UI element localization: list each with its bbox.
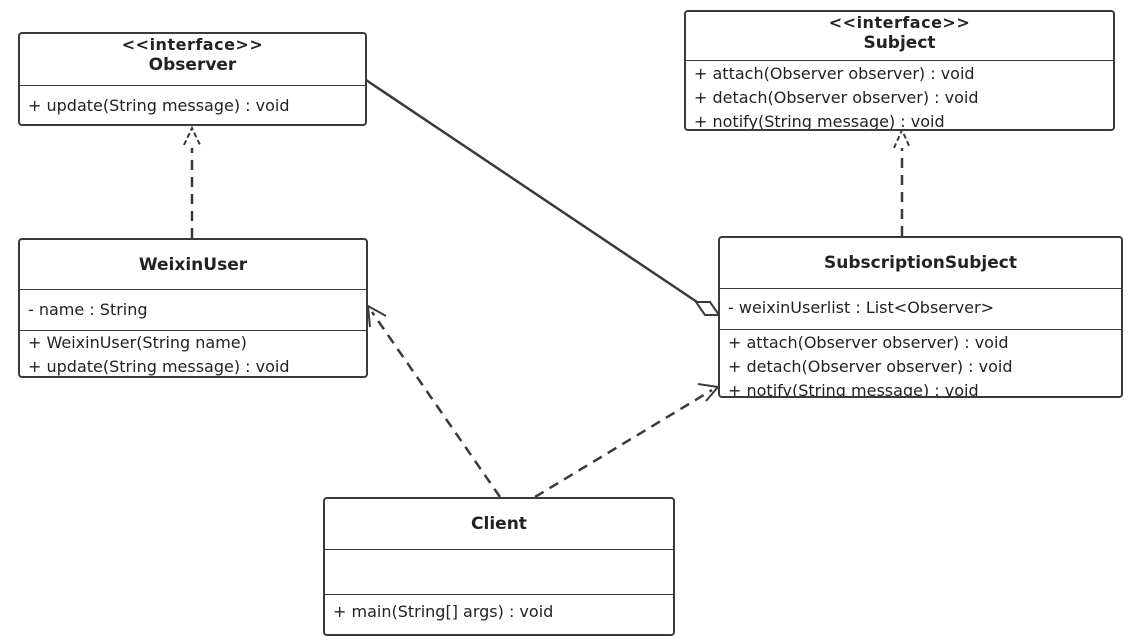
subject-method-detach: + detach(Observer observer) : void [694, 88, 979, 107]
weixinuser-method-constructor: + WeixinUser(String name) [28, 333, 247, 352]
weixinuser-attributes: - name : String [20, 290, 366, 330]
subject-class-name: Subject [863, 33, 936, 53]
client-class-box[interactable]: Client + main(String[] args) : void [323, 497, 675, 636]
subscriptionsubject-method-attach: + attach(Observer observer) : void [728, 333, 1009, 352]
subject-method-notify: + notify(String message) : void [694, 112, 945, 131]
subject-methods: + attach(Observer observer) : void + det… [686, 61, 1113, 131]
subscriptionsubject-method-detach: + detach(Observer observer) : void [728, 357, 1013, 376]
aggregation-line [365, 78, 701, 306]
client-class-name: Client [471, 514, 527, 534]
dependency-client-subscriptionsubject [534, 388, 713, 499]
client-header: Client [325, 499, 673, 550]
dependency-arrowhead-weixinuser [366, 304, 387, 328]
dependency-client-weixinuser [370, 311, 502, 498]
client-method-main: + main(String[] args) : void [333, 602, 554, 621]
weixinuser-attribute-name: - name : String [28, 300, 148, 319]
observer-class-name: Observer [148, 55, 237, 75]
weixinuser-class-box[interactable]: WeixinUser - name : String + WeixinUser(… [18, 238, 368, 378]
observer-interface-box[interactable]: <<interface>> Observer + update(String m… [18, 32, 367, 126]
subject-method-attach: + attach(Observer observer) : void [694, 64, 975, 83]
observer-stereotype: <<interface>> [121, 35, 264, 54]
observer-header: <<interface>> Observer [20, 34, 365, 86]
subscriptionsubject-class-box[interactable]: SubscriptionSubject - weixinUserlist : L… [718, 236, 1123, 398]
subscriptionsubject-attribute-userlist: - weixinUserlist : List<Observer> [728, 298, 994, 317]
client-methods: + main(String[] args) : void [325, 594, 673, 624]
subscriptionsubject-methods: + attach(Observer observer) : void + det… [720, 329, 1121, 398]
realization-arrowhead-observer [183, 125, 201, 146]
subscriptionsubject-header: SubscriptionSubject [720, 238, 1121, 289]
subscriptionsubject-method-notify: + notify(String message) : void [728, 381, 979, 398]
observer-method-update: + update(String message) : void [28, 96, 290, 115]
weixinuser-method-update: + update(String message) : void [28, 357, 290, 376]
weixinuser-class-name: WeixinUser [138, 255, 248, 275]
subscriptionsubject-attributes: - weixinUserlist : List<Observer> [720, 289, 1121, 329]
subscriptionsubject-class-name: SubscriptionSubject [824, 253, 1017, 273]
client-attributes [325, 550, 673, 594]
weixinuser-header: WeixinUser [20, 240, 366, 290]
aggregation-diamond [694, 301, 721, 316]
subject-header: <<interface>> Subject [686, 12, 1113, 61]
dependency-arrowhead-subscriptionsubject [697, 383, 720, 402]
subject-interface-box[interactable]: <<interface>> Subject + attach(Observer … [684, 10, 1115, 131]
weixinuser-methods: + WeixinUser(String name) + update(Strin… [20, 330, 366, 376]
realization-arrowhead-subject [893, 127, 911, 149]
observer-methods: + update(String message) : void [20, 86, 365, 118]
subject-stereotype: <<interface>> [828, 13, 971, 32]
